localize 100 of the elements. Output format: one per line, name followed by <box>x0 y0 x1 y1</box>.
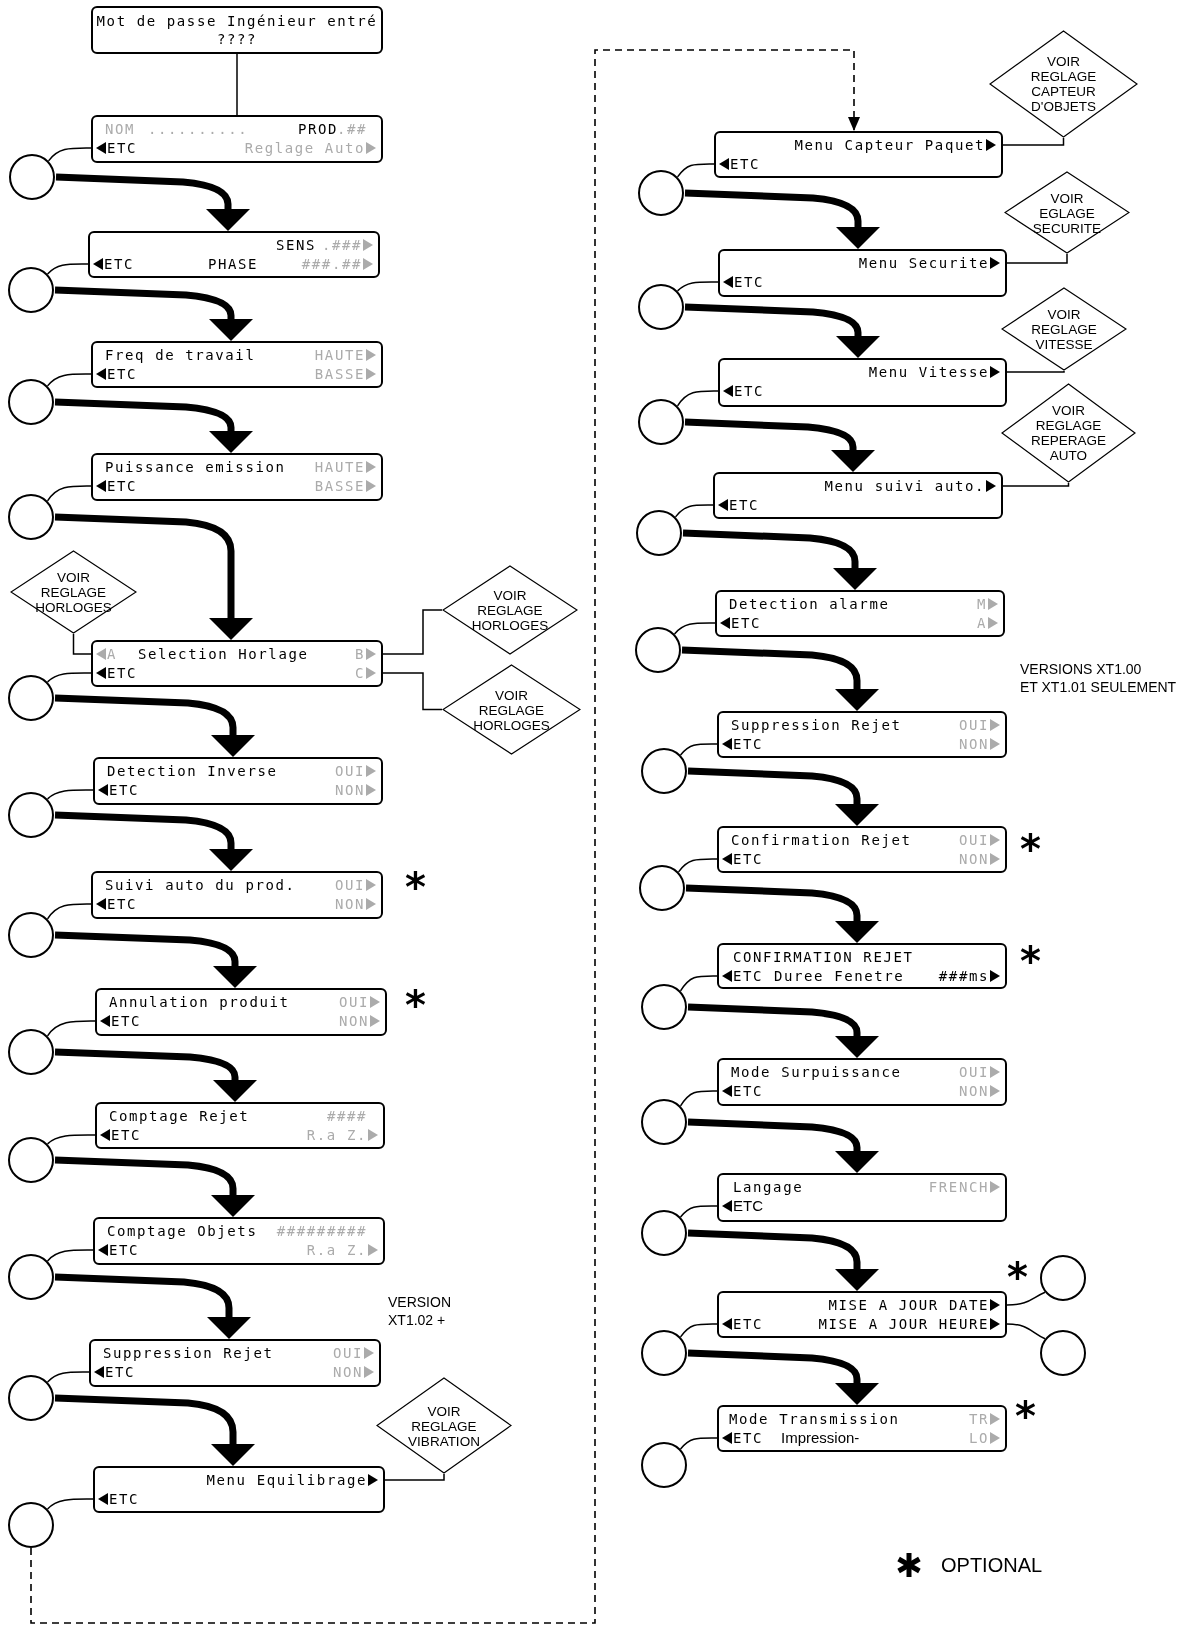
button-circle <box>641 984 687 1030</box>
flow-arrow <box>54 513 253 640</box>
lcd-text: FRENCH <box>928 1179 989 1195</box>
button-circle <box>8 675 54 721</box>
connector-line <box>46 485 92 502</box>
lcd-text: Puissance emission <box>105 459 286 475</box>
lcd-text: NOM <box>105 121 136 137</box>
button-circle <box>641 748 687 794</box>
lcd-text: NON <box>338 1013 369 1029</box>
lcd-text: Menu Securite <box>858 255 989 271</box>
reference-diamond <box>442 664 581 755</box>
flow-arrow <box>687 1003 879 1058</box>
lcd-screen <box>95 988 387 1036</box>
lcd-screen <box>91 341 383 388</box>
lcd-text: Menu suivi auto. <box>824 478 985 494</box>
optional-mark: * <box>1020 834 1041 864</box>
lcd-text: Confirmation Rejet <box>731 832 912 848</box>
lcd-text: Menu Capteur Paquet <box>794 137 985 153</box>
connector-line <box>236 53 238 116</box>
button-circle <box>8 494 54 540</box>
lcd-screen <box>88 231 380 278</box>
message-box <box>91 6 383 54</box>
button-circle <box>8 1029 54 1075</box>
connector-line <box>679 1437 718 1450</box>
button-circle <box>641 1442 687 1488</box>
lcd-text: CONFIRMATION REJET <box>733 949 914 965</box>
lcd-screen <box>717 943 1007 989</box>
lcd-text: NON <box>958 1083 989 1099</box>
lcd-text: Selection Horlage <box>138 646 309 662</box>
lcd-text: ######### <box>276 1223 367 1239</box>
lcd-text: Mode Surpuissance <box>731 1064 902 1080</box>
connector-line <box>676 163 715 178</box>
lcd-screen <box>718 358 1007 407</box>
lcd-text: ###.## <box>301 256 362 272</box>
lcd-screen <box>93 1466 385 1513</box>
button-circle <box>8 379 54 425</box>
lcd-text: Detection alarme <box>729 596 890 612</box>
flow-arrow <box>54 1394 255 1466</box>
flow-arrow <box>684 418 875 472</box>
optional-mark: * <box>1007 1262 1028 1292</box>
version-note: VERSION <box>388 1294 451 1311</box>
connector-line <box>384 1473 445 1481</box>
lcd-text: ETC <box>733 968 764 984</box>
diamond-text: VOIR REGLAGE VIBRATION <box>408 1403 480 1448</box>
connector-line <box>679 975 718 992</box>
connector-line <box>677 858 718 873</box>
diamond-text: VOIR REGLAGE REPERAGE AUTO <box>1031 403 1106 463</box>
flow-arrow <box>54 398 253 453</box>
button-circle <box>9 154 55 200</box>
connector-line <box>382 609 443 655</box>
lcd-text: NON <box>334 782 365 798</box>
lcd-text: PHASE <box>208 256 259 272</box>
lcd-text: Menu Vitesse <box>868 364 989 380</box>
button-circle <box>8 792 54 838</box>
lcd-screen <box>95 1102 385 1149</box>
lcd-text: C <box>354 665 365 681</box>
button-circle <box>8 267 54 313</box>
lcd-text: ETC <box>107 665 138 681</box>
reference-diamond <box>1001 287 1127 371</box>
button-circle <box>8 1137 54 1183</box>
legend-text: OPTIONAL <box>941 1553 1043 1577</box>
lcd-text: Annulation produit <box>109 994 290 1010</box>
connector-line <box>46 903 92 920</box>
lcd-text: Reglage Auto <box>244 140 365 156</box>
connector-line <box>673 622 716 635</box>
connector-line <box>1006 1323 1046 1340</box>
lcd-text: Freq de travail <box>105 347 256 363</box>
connector-line <box>674 504 714 518</box>
lcd-screen <box>93 1217 385 1265</box>
connector-line <box>72 633 92 655</box>
lcd-text: #### <box>326 1108 367 1124</box>
connector-line <box>46 1134 96 1145</box>
lcd-text: ETC <box>109 782 140 798</box>
lcd-text: ETC <box>734 274 765 290</box>
lcd-text: Suivi auto du prod. <box>105 877 296 893</box>
reference-diamond <box>442 565 578 655</box>
connector-line <box>46 1498 94 1510</box>
optional-mark: * <box>405 990 426 1020</box>
lcd-text: ETC <box>734 383 765 399</box>
button-circle <box>8 912 54 958</box>
flow-arrow <box>54 694 255 757</box>
lcd-screen <box>717 1173 1007 1222</box>
connector-line <box>676 390 719 407</box>
button-circle <box>638 284 684 330</box>
flow-arrow <box>687 1229 879 1291</box>
flow-arrow <box>684 189 880 249</box>
lcd-text: OUI <box>958 717 989 733</box>
flow-arrow <box>682 529 877 590</box>
lcd-text: ETC <box>109 1491 140 1507</box>
connector-line <box>679 1205 718 1218</box>
lcd-text: ETC <box>107 478 138 494</box>
lcd-text: OUI <box>332 1345 363 1361</box>
lcd-text: ETC <box>107 140 138 156</box>
lcd-screen <box>717 1058 1007 1106</box>
connector-line <box>1006 253 1068 264</box>
lcd-screen <box>717 826 1007 873</box>
lcd-text: A <box>107 646 118 662</box>
flow-arrow <box>687 767 879 826</box>
continuation-arrow <box>30 49 860 1624</box>
button-circle <box>641 1210 687 1256</box>
